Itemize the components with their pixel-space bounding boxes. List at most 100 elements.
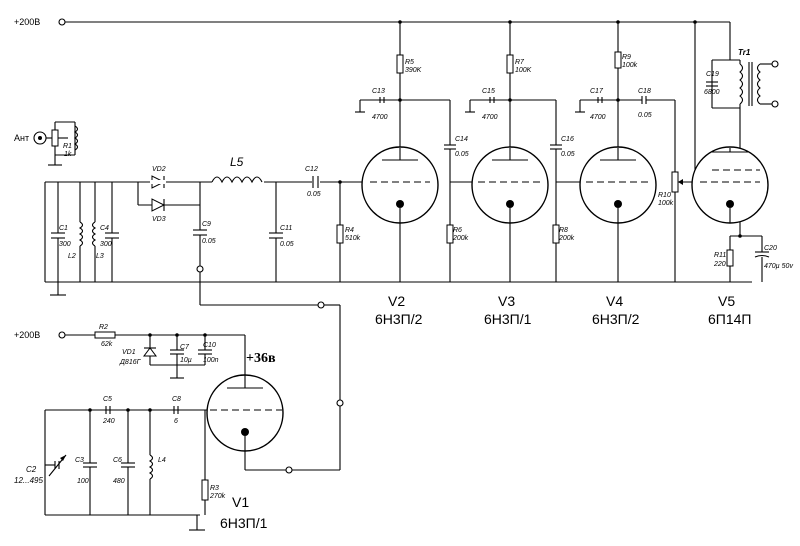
r11-value: 220: [713, 261, 726, 268]
vd1-name: VD1: [122, 349, 136, 356]
input-tank: [45, 181, 340, 282]
c7-value: 10µ: [180, 357, 192, 364]
c4-name: C4: [100, 225, 109, 232]
c12-value: 0.05: [307, 191, 321, 198]
r1-name: R1: [63, 143, 72, 150]
c1-name: C1: [59, 225, 68, 232]
c9-coupling: [193, 205, 344, 470]
tr1-label: Tr1: [738, 48, 751, 57]
r3-name: R3: [210, 485, 219, 492]
tube-v4: [579, 146, 657, 224]
top-supply-label: +200В: [14, 17, 40, 27]
tube-v3: [471, 146, 549, 224]
v2-name: V2: [388, 293, 405, 309]
c3-name: C3: [75, 457, 84, 464]
c12-name: C12: [305, 166, 318, 173]
c17-value: 4700: [590, 114, 606, 121]
l3-label: L3: [96, 253, 104, 260]
c13-name: C13: [372, 88, 385, 95]
c15-name: C15: [482, 88, 495, 95]
c17-name: C17: [590, 88, 604, 95]
oscillator-section: [44, 331, 340, 531]
v4-stage: [575, 51, 698, 282]
r4-value: 510k: [345, 235, 361, 242]
c19-value: 6800: [704, 89, 720, 96]
c11-value: 0.05: [280, 241, 294, 248]
c2-name: C2: [26, 465, 37, 474]
v3-type: 6Н3П/1: [484, 311, 532, 327]
r5-value: 390K: [405, 67, 422, 74]
c5-value: 240: [102, 418, 115, 425]
r3-value: 270k: [209, 493, 226, 500]
v2-stage: [336, 54, 478, 282]
v3-name: V3: [498, 293, 515, 309]
r11-name: R11: [714, 252, 726, 259]
c7-name: C7: [180, 344, 190, 351]
c6-name: C6: [113, 457, 122, 464]
c20-name: C20: [764, 245, 777, 252]
ground-bus: [44, 182, 752, 296]
r1-value: 1k: [64, 151, 72, 158]
c11: [269, 182, 283, 282]
r2-name: R2: [99, 324, 108, 331]
c2-value: 12...495: [14, 476, 43, 485]
diode-pair: [137, 175, 201, 212]
ref-voltage-label: +36в: [246, 351, 276, 366]
v5-name: V5: [718, 293, 735, 309]
c19-name: C19: [706, 71, 719, 78]
l2-label: L2: [68, 253, 76, 260]
c8-name: C8: [172, 396, 181, 403]
r7-value: 100K: [515, 67, 532, 74]
r5-name: R5: [405, 59, 414, 66]
v1-name: V1: [232, 494, 249, 510]
r6-value: 200k: [452, 235, 469, 242]
v1-type: 6Н3П/1: [220, 515, 268, 531]
c10-name: C10: [203, 342, 216, 349]
r4-name: R4: [345, 227, 354, 234]
c6-value: 480: [113, 478, 125, 485]
c14-name: C14: [455, 136, 468, 143]
c10-value: 100n: [203, 357, 219, 364]
c8-value: 6: [174, 418, 178, 425]
c18-name: C18: [638, 88, 651, 95]
c9-value: 0.05: [202, 238, 216, 245]
c5-name: C5: [103, 396, 112, 403]
r8-name: R8: [559, 227, 568, 234]
vd1-value: Д816Г: [119, 359, 142, 366]
tube-v5: [691, 146, 769, 224]
c3-value: 100: [77, 478, 89, 485]
r2-value: 62k: [101, 341, 113, 348]
top-supply-rail: [58, 18, 731, 178]
r10-value: 100k: [658, 200, 674, 207]
c15-value: 4700: [482, 114, 498, 121]
r6-name: R6: [453, 227, 462, 234]
v4-name: V4: [606, 293, 623, 309]
r7-name: R7: [515, 59, 525, 66]
c18-value: 0.05: [638, 112, 652, 119]
bottom-supply-label: +200В: [14, 330, 40, 340]
r9-name: R9: [622, 54, 631, 61]
tube-v1: [206, 374, 284, 452]
l4-label: L4: [158, 457, 166, 464]
c16-name: C16: [561, 136, 574, 143]
vd3-label: VD3: [152, 216, 166, 223]
c13-value: 4700: [372, 114, 388, 121]
c9-name: C9: [202, 221, 211, 228]
c1-value: 300: [59, 241, 71, 248]
c16-value: 0.05: [561, 151, 575, 158]
v5-type: 6П14П: [708, 311, 751, 327]
c20-value: 470µ 50v: [764, 263, 793, 270]
v4-type: 6Н3П/2: [592, 311, 640, 327]
c4-value: 300: [100, 241, 112, 248]
v2-type: 6Н3П/2: [375, 311, 423, 327]
v3-stage: [465, 54, 586, 282]
antenna-label: Ант: [14, 133, 29, 143]
r10-name: R10: [658, 192, 671, 199]
r9-value: 100k: [622, 62, 638, 69]
tube-v2: [361, 146, 439, 224]
vd2-label: VD2: [152, 166, 166, 173]
l5-label: L5: [230, 155, 244, 169]
r8-value: 200k: [558, 235, 575, 242]
c14-value: 0.05: [455, 151, 469, 158]
